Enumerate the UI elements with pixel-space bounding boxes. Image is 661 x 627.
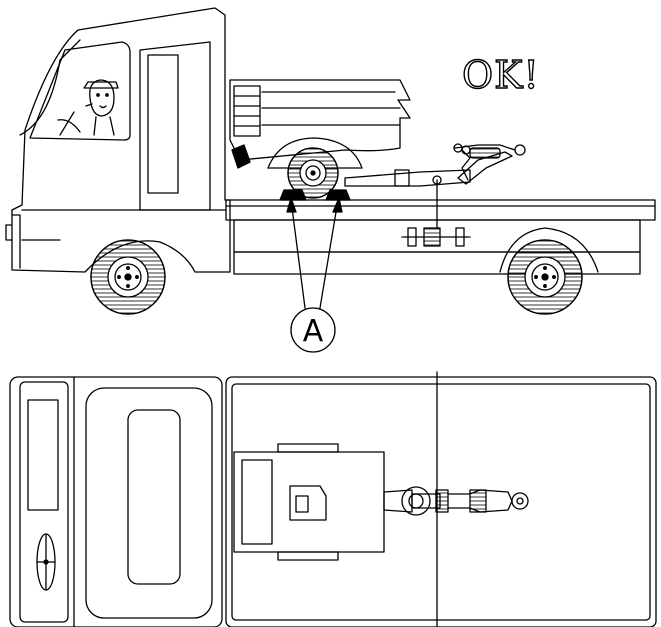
front-wheel — [90, 239, 166, 315]
trailer-wheel — [287, 147, 339, 199]
callout-label: A — [303, 314, 324, 349]
truck-side-view — [5, 7, 656, 315]
cab-door — [139, 41, 211, 211]
driver-figure — [57, 79, 119, 136]
trailer-top-view — [233, 443, 529, 561]
tow-hitch-icon — [453, 143, 526, 185]
trailer-grille — [233, 85, 261, 137]
trailer-body-top — [233, 451, 385, 553]
cab-window — [29, 41, 131, 141]
platform-top — [225, 376, 657, 627]
trailer-body — [229, 79, 411, 161]
callout-circle — [290, 307, 336, 353]
rear-wheel — [507, 239, 583, 315]
cab-top — [9, 376, 223, 627]
trailer-side-view — [229, 79, 526, 199]
callout-leaders — [286, 197, 343, 309]
wheel-chock-right — [325, 189, 351, 201]
wheel-chock-icon — [279, 189, 351, 201]
ok-status-label: OK! — [462, 53, 540, 97]
truck-top-view — [9, 371, 657, 627]
winch — [401, 179, 471, 247]
trailer-drawbar — [344, 169, 471, 187]
wheel-chock-left — [279, 189, 307, 201]
